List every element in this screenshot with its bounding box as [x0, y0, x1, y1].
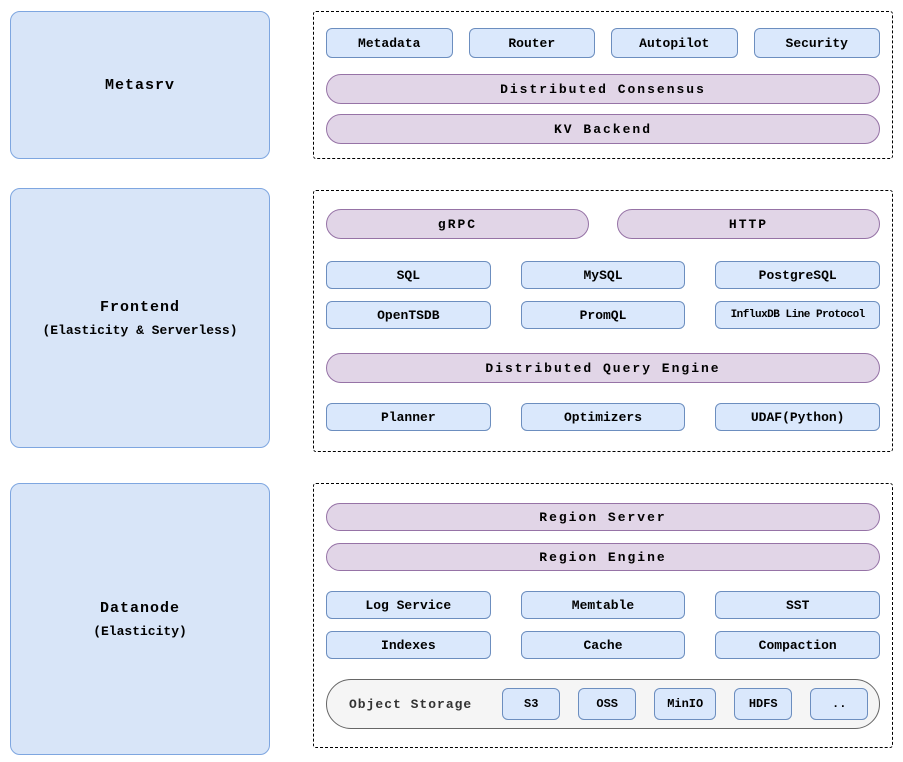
node-memtable: Memtable — [520, 591, 686, 619]
node-log-service: Log Service — [326, 591, 491, 619]
node-security: Security — [753, 28, 880, 58]
node-sst: SST — [715, 591, 881, 619]
node-mysql: MySQL — [520, 261, 686, 289]
node-postgresql: PostgreSQL — [715, 261, 881, 289]
frontend-subtitle: (Elasticity & Serverless) — [42, 322, 238, 338]
object-storage-group: Object Storage S3 OSS MinIO HDFS .. — [326, 679, 880, 729]
metasrv-container: Metadata Router Autopilot Security Distr… — [313, 11, 893, 159]
node-compaction: Compaction — [715, 631, 881, 659]
frontend-protocols-row2: OpenTSDB PromQL InfluxDB Line Protocol — [326, 301, 881, 329]
object-storage-label: Object Storage — [349, 696, 473, 712]
datanode-container: Region Server Region Engine Log Service … — [313, 483, 893, 748]
metasrv-panel: Metasrv — [10, 11, 270, 159]
node-minio: MinIO — [654, 688, 717, 720]
node-promql: PromQL — [520, 301, 686, 329]
node-region-engine: Region Engine — [326, 543, 880, 571]
datanode-panel: Datanode (Elasticity) — [10, 483, 270, 755]
datanode-storage-row2: Indexes Cache Compaction — [326, 631, 881, 659]
metasrv-components-row: Metadata Router Autopilot Security — [326, 28, 880, 58]
node-sql: SQL — [326, 261, 491, 289]
frontend-protocol-pills-row: gRPC HTTP — [326, 209, 880, 239]
node-indexes: Indexes — [326, 631, 491, 659]
node-metadata: Metadata — [326, 28, 453, 58]
node-kv-backend: KV Backend — [326, 114, 880, 144]
node-influxdb-line-protocol: InfluxDB Line Protocol — [715, 301, 881, 329]
node-optimizers: Optimizers — [520, 403, 686, 431]
node-opentsdb: OpenTSDB — [326, 301, 491, 329]
node-grpc: gRPC — [326, 209, 589, 239]
node-autopilot: Autopilot — [611, 28, 738, 58]
node-distributed-query-engine: Distributed Query Engine — [326, 353, 880, 383]
frontend-protocols-row1: SQL MySQL PostgreSQL — [326, 261, 881, 289]
node-s3: S3 — [502, 688, 561, 720]
node-hdfs: HDFS — [734, 688, 793, 720]
node-cache: Cache — [520, 631, 686, 659]
frontend-title: Frontend — [99, 298, 180, 316]
node-udaf-python: UDAF(Python) — [715, 403, 881, 431]
datanode-title: Datanode — [99, 599, 180, 617]
node-router: Router — [468, 28, 595, 58]
node-region-server: Region Server — [326, 503, 880, 531]
node-oss: OSS — [578, 688, 637, 720]
frontend-panel: Frontend (Elasticity & Serverless) — [10, 188, 270, 448]
metasrv-title: Metasrv — [104, 76, 175, 94]
node-planner: Planner — [326, 403, 491, 431]
node-distributed-consensus: Distributed Consensus — [326, 74, 880, 104]
frontend-engine-components-row: Planner Optimizers UDAF(Python) — [326, 403, 881, 431]
node-etc: .. — [810, 688, 869, 720]
datanode-subtitle: (Elasticity) — [93, 623, 187, 639]
datanode-storage-row1: Log Service Memtable SST — [326, 591, 881, 619]
frontend-container: gRPC HTTP SQL MySQL PostgreSQL OpenTSDB … — [313, 190, 893, 452]
node-http: HTTP — [617, 209, 880, 239]
